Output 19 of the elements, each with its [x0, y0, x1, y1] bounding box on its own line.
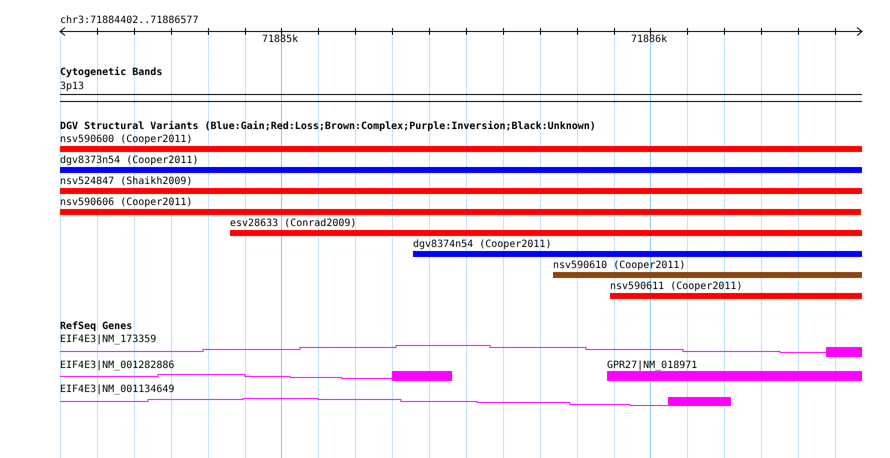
variant-label: nsv590610 (Cooper2011) [553, 260, 686, 272]
variant-label: dgv8374n54 (Cooper2011) [413, 239, 552, 251]
track-heading: Cytogenetic Bands [60, 67, 162, 79]
tick-label: 71885k [262, 34, 298, 46]
variant-label: esv28633 (Conrad2009) [230, 218, 356, 230]
variant-label: nsv590611 (Cooper2011) [610, 281, 742, 293]
tick-label: 71886k [631, 34, 668, 46]
gene-label: GPR27|NM_018971 [607, 360, 698, 372]
variant-label: dgv8373n54 (Cooper2011) [60, 155, 198, 167]
track-heading: RefSeq Genes [60, 321, 132, 333]
gene-label: EIF4E3|NM_173359 [60, 334, 156, 346]
variant-label: nsv590606 (Cooper2011) [60, 197, 192, 209]
band-label: 3p13 [60, 81, 84, 93]
gene-label: EIF4E3|NM_001282886 [60, 360, 174, 372]
variant-label: nsv590600 (Cooper2011) [60, 134, 192, 146]
track-heading: DGV Structural Variants (Blue:Gain;Red:Loss;Brown:Complex;Purple:Inversion;Black:Unknown) [60, 121, 596, 133]
coordinate-range: chr3:71884402..71886577 [60, 15, 198, 27]
variant-label: nsv524847 (Shaikh2009) [60, 176, 192, 188]
gene-label: EIF4E3|NM_001134649 [60, 384, 174, 396]
